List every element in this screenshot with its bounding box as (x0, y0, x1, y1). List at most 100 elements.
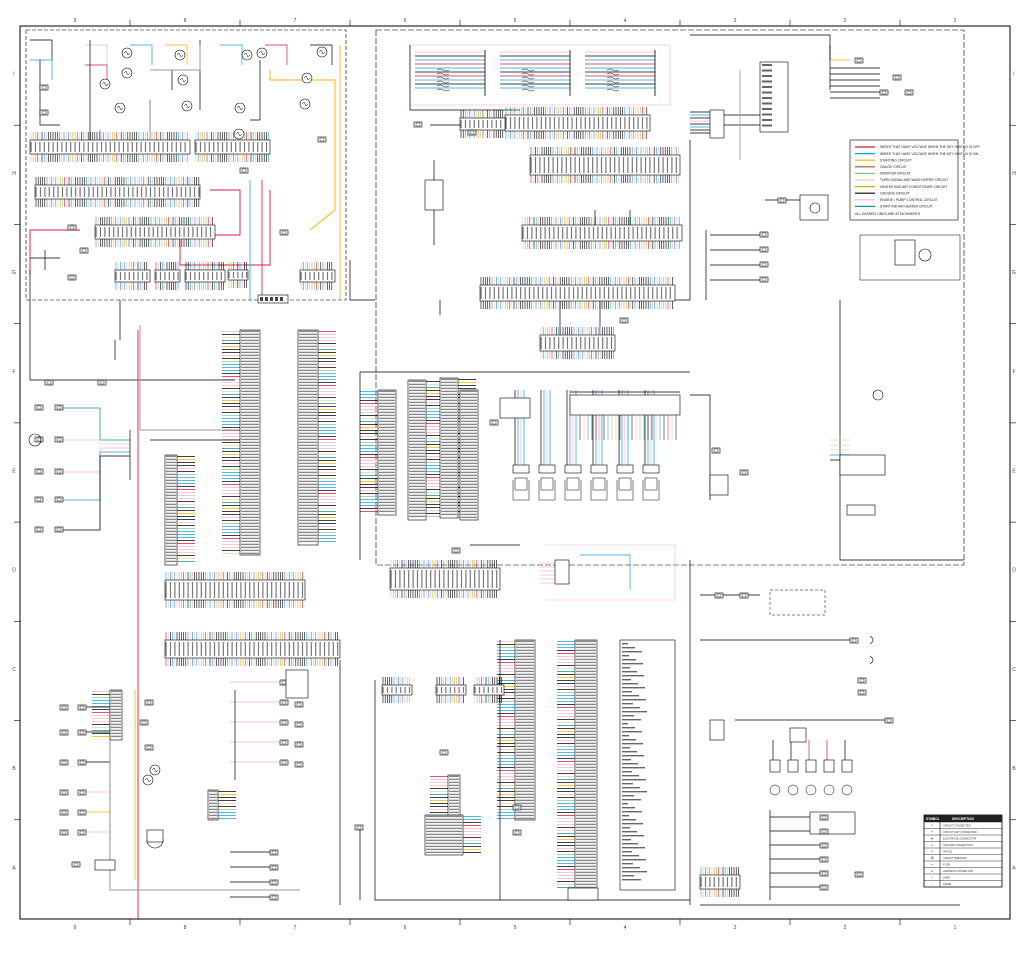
connector-block (564, 464, 582, 474)
pin-label (548, 227, 551, 239)
pin-label (111, 729, 121, 732)
pin-label (34, 142, 37, 152)
pin-label (400, 687, 402, 693)
pin-label (135, 227, 137, 237)
wire (859, 234, 961, 281)
component-symbol (739, 469, 749, 476)
pin-label (409, 422, 425, 425)
pin-label (522, 227, 524, 239)
pin-label (469, 570, 471, 588)
pin-label (576, 805, 596, 808)
pin-label (408, 570, 410, 588)
pin-label (409, 488, 425, 491)
pin-label (83, 142, 85, 152)
pin-label (299, 375, 317, 378)
pin-label (576, 655, 596, 658)
pin-label (540, 117, 542, 129)
pin-label (441, 501, 457, 504)
pin-label (516, 703, 534, 706)
pin-label (379, 483, 395, 486)
ecm-pin-label (622, 651, 642, 653)
pin-label (709, 877, 711, 887)
pin-label (95, 227, 97, 237)
pin-label (516, 799, 534, 802)
pin-label (301, 582, 304, 598)
pin-label (441, 438, 457, 441)
pin-label (549, 337, 551, 349)
pin-label (166, 470, 176, 473)
pin-label (654, 227, 656, 239)
pin-label (409, 392, 425, 395)
component-symbol (34, 496, 44, 503)
pin-label (379, 498, 395, 501)
pin-label (516, 649, 534, 652)
pin-label (597, 337, 599, 349)
component-symbol (819, 828, 829, 835)
pin-label (241, 441, 259, 444)
pin-label (391, 687, 393, 693)
row-label: B (1012, 766, 1016, 772)
pin-label (520, 287, 522, 299)
component-symbol (849, 637, 859, 644)
component-symbol (819, 842, 829, 849)
pin-label (461, 411, 477, 414)
pin-label (461, 390, 477, 393)
component-symbol (54, 404, 64, 411)
pin-label (516, 769, 534, 772)
pin-label (166, 476, 176, 479)
ecm-pin-label (622, 743, 643, 745)
pin-label (279, 642, 282, 656)
pin-label (111, 732, 121, 735)
pin-label (328, 642, 330, 656)
component-symbol (34, 468, 44, 475)
pin-label (614, 227, 617, 239)
pin-label (166, 518, 176, 521)
component-symbol (777, 197, 787, 204)
ecm-pin-label (622, 655, 629, 657)
component-symbol (77, 809, 87, 816)
pin-label (379, 393, 395, 396)
legend-label: GROUND CIRCUIT (880, 191, 910, 195)
pin-label (241, 384, 259, 387)
pin-label (576, 766, 596, 769)
pin-label (209, 793, 217, 796)
pin-label (441, 417, 457, 420)
pin-label (241, 543, 259, 546)
ecm-pin-label (622, 787, 640, 789)
wire (839, 300, 964, 561)
pin-label (241, 417, 259, 420)
pin-label (576, 721, 596, 724)
pin-label (241, 453, 259, 456)
pin-label (516, 739, 534, 742)
pin-label (516, 679, 534, 682)
pin-label (108, 227, 110, 237)
connector-block (554, 559, 570, 585)
pin-label (111, 735, 121, 738)
pin-label (409, 434, 425, 437)
pin-label (576, 808, 596, 811)
pin-label (299, 423, 317, 426)
legend-label: TURN SIGNAL AND WASH WIPER CIRCUIT (880, 178, 948, 182)
pin-label (576, 736, 596, 739)
symbol-description: DIODE (943, 882, 951, 886)
pin-label (131, 142, 133, 152)
pin-label (165, 642, 167, 656)
pin-label (299, 435, 317, 438)
pin-label (505, 117, 507, 129)
pin-label (163, 187, 165, 197)
pin-label (166, 464, 176, 467)
pin-label (166, 509, 176, 512)
ecm-pin-label (622, 831, 637, 833)
legend-label: GAUGE CIRCUIT (880, 165, 907, 169)
pin-label (461, 405, 477, 408)
pin-label (241, 399, 259, 402)
pin-label (516, 790, 534, 793)
pin-label (241, 471, 259, 474)
pin-label (293, 582, 295, 598)
pin-label (461, 486, 477, 489)
ecm-pin-label (622, 783, 633, 785)
pin-label (299, 387, 317, 390)
component-symbol (34, 404, 44, 411)
pin-label (534, 157, 537, 173)
